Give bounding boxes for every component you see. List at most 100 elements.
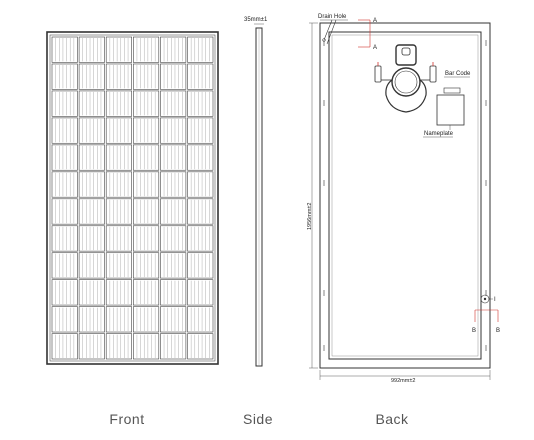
drain-hole-label: Drain Hole <box>318 14 347 20</box>
solar-cell <box>133 171 160 198</box>
solar-cell <box>105 225 132 252</box>
back-frame-outer <box>319 22 491 369</box>
solar-cell <box>160 63 187 90</box>
solar-cell <box>160 333 187 360</box>
junction-box <box>385 44 427 113</box>
detail-i-label: I <box>494 297 496 303</box>
solar-cell <box>78 198 105 225</box>
solar-cell <box>51 90 78 117</box>
solar-cell <box>133 279 160 306</box>
section-a-bottom-label: A <box>373 45 377 51</box>
cable-connectors <box>374 62 437 83</box>
solar-cell <box>51 333 78 360</box>
solar-cell <box>160 171 187 198</box>
solar-cell <box>133 90 160 117</box>
solar-cell <box>160 306 187 333</box>
solar-cell <box>78 90 105 117</box>
solar-cell <box>105 198 132 225</box>
solar-cell <box>105 36 132 63</box>
solar-cell <box>160 279 187 306</box>
solar-cell <box>105 90 132 117</box>
cell-grid <box>51 36 214 360</box>
drain-hole-callout: Drain Hole <box>318 14 348 45</box>
solar-cell <box>51 279 78 306</box>
solar-cell <box>51 171 78 198</box>
solar-cell <box>51 117 78 144</box>
back-frame-inner-lip <box>331 34 479 357</box>
solar-cell <box>133 252 160 279</box>
solar-cell <box>133 333 160 360</box>
solar-cell <box>105 279 132 306</box>
solar-cell <box>78 117 105 144</box>
solar-cell <box>187 198 214 225</box>
side-view-label: Side <box>243 411 273 427</box>
solar-cell <box>78 225 105 252</box>
section-a-markers: A A <box>358 18 377 51</box>
solar-cell <box>133 117 160 144</box>
section-a-top-label: A <box>373 18 377 24</box>
solar-cell <box>187 306 214 333</box>
solar-cell <box>133 36 160 63</box>
solar-cell <box>160 252 187 279</box>
solar-cell <box>78 144 105 171</box>
bar-code-area: Bar Code <box>443 71 471 94</box>
detail-i-callout: I <box>480 294 496 304</box>
solar-cell <box>187 171 214 198</box>
section-b-right-label: B <box>496 328 500 334</box>
solar-cell <box>133 63 160 90</box>
section-b-left-label: B <box>472 328 476 334</box>
solar-cell <box>105 306 132 333</box>
solar-cell <box>133 306 160 333</box>
solar-cell <box>105 252 132 279</box>
solar-cell <box>51 36 78 63</box>
solar-cell <box>133 198 160 225</box>
width-dim-label: 992mm±2 <box>391 378 415 384</box>
nameplate-label: Nameplate <box>424 131 454 137</box>
solar-cell <box>187 225 214 252</box>
height-dim-label: 1956mm±2 <box>307 203 313 230</box>
solar-cell <box>78 63 105 90</box>
solar-cell <box>51 198 78 225</box>
nameplate-rect <box>436 94 465 126</box>
width-dimension: 992mm±2 <box>319 370 491 384</box>
solar-cell <box>187 144 214 171</box>
solar-cell <box>160 198 187 225</box>
solar-cell <box>187 90 214 117</box>
solar-cell <box>160 36 187 63</box>
front-view-label: Front <box>109 411 144 427</box>
solar-cell <box>105 171 132 198</box>
solar-cell <box>187 252 214 279</box>
solar-cell <box>105 117 132 144</box>
solar-cell <box>51 63 78 90</box>
solar-cell <box>187 333 214 360</box>
solar-cell <box>160 144 187 171</box>
solar-cell <box>187 279 214 306</box>
solar-cell <box>78 306 105 333</box>
front-view <box>46 31 219 365</box>
solar-cell <box>187 117 214 144</box>
solar-cell <box>160 117 187 144</box>
side-thickness-label: 35mm±1 <box>244 17 268 23</box>
bar-code-label: Bar Code <box>445 71 471 77</box>
height-dimension: 1956mm±2 <box>307 22 318 369</box>
solar-cell <box>160 225 187 252</box>
solar-cell <box>51 144 78 171</box>
solar-cell <box>160 90 187 117</box>
solar-cell <box>133 144 160 171</box>
solar-cell <box>105 63 132 90</box>
front-frame-inner <box>49 34 216 362</box>
solar-cell <box>51 225 78 252</box>
back-view-label: Back <box>375 411 409 427</box>
solar-cell <box>78 36 105 63</box>
solar-cell <box>105 144 132 171</box>
back-view: Drain Hole A A <box>307 14 500 384</box>
solar-cell <box>51 306 78 333</box>
solar-cell <box>78 333 105 360</box>
solar-cell <box>51 252 78 279</box>
solar-cell <box>78 279 105 306</box>
solar-cell <box>78 171 105 198</box>
section-b-markers: B B <box>472 309 500 334</box>
solar-cell <box>78 252 105 279</box>
nameplate-area: Nameplate <box>423 94 465 138</box>
